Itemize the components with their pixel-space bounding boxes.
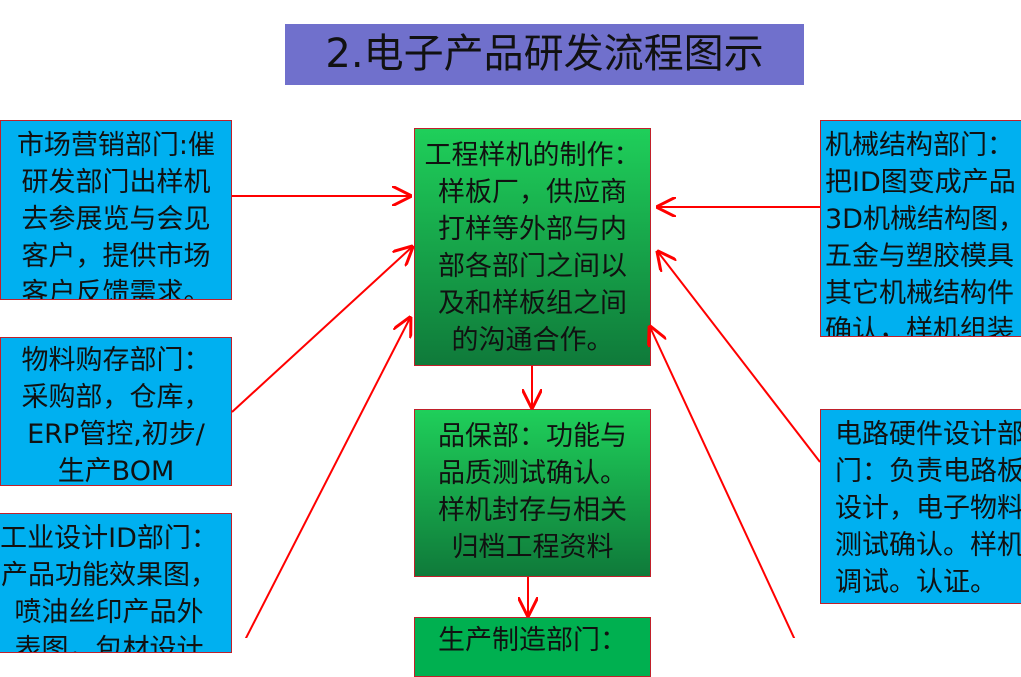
box-text-line: 样板厂，供应商 — [438, 177, 627, 208]
box-text-line: 电路硬件设计部 — [835, 419, 1021, 450]
box-text-line: 物料购存部门： — [21, 345, 211, 376]
arrow-industrial — [244, 318, 410, 638]
box-text-line: 机械结构部门： — [825, 130, 1014, 161]
box-text-line: 设计，电子物料 — [835, 493, 1021, 524]
box-text-line: 门：负责电路板 — [835, 456, 1021, 487]
box-text-line: 3D机械结构图， — [825, 204, 1021, 235]
box-text-line: 其它机械结构件 — [825, 278, 1014, 309]
box-text-line: 及和样板组之间 — [438, 288, 627, 319]
box-text-line: 测试确认。样机 — [835, 530, 1021, 561]
box-text-line: 品质测试确认。 — [438, 458, 627, 489]
box-text-line: 的沟通合作。 — [451, 325, 614, 356]
box-text-line: 生产BOM — [57, 456, 175, 486]
box-text-line: 采购部，仓库， — [21, 382, 211, 413]
box-text-line: 工程样机的制作： — [424, 140, 641, 171]
box-text-line: 市场营销部门:催 — [16, 130, 216, 161]
box-text-line: 调试。认证。 — [835, 567, 997, 598]
arrow-materials — [231, 247, 412, 413]
box-text-line: 研发部门出样机 — [21, 167, 211, 198]
box-text-line: 工业设计ID部门： — [0, 523, 218, 554]
arrow-bottom-right — [650, 327, 796, 638]
box-text-line: 样机封存与相关 — [438, 495, 627, 526]
box-text-line: ERP管控,初步/ — [27, 419, 205, 450]
page-title: 2.电子产品研发流程图示 — [285, 24, 804, 85]
engineering-prototype-box: 工程样机的制作： 样板厂，供应商打样等外部与内部各部门之间以及和样板组之间的沟通合… — [414, 128, 651, 366]
industrial-design-box: 工业设计ID部门：产品功能效果图，喷油丝印产品外表图，包材设计 — [0, 513, 232, 653]
box-text-line: 品保部：功能与 — [438, 421, 627, 452]
box-text-line: 客户反馈需求。 — [21, 278, 211, 300]
box-text-line: 产品功能效果图， — [1, 560, 217, 591]
circuit-hardware-box: 电路硬件设计部门：负责电路板设计，电子物料测试确认。样机调试。认证。 — [820, 409, 1021, 604]
box-text-line: 去参展览与会见 — [21, 204, 211, 235]
box-text-line: 打样等外部与内 — [438, 214, 627, 245]
box-text-line: 归档工程资料 — [451, 532, 614, 563]
box-text-line: 五金与塑胶模具 — [825, 241, 1014, 272]
arrows-layer — [231, 0, 821, 638]
marketing-dept-box: 市场营销部门:催研发部门出样机去参展览与会见客户，提供市场客户反馈需求。 — [0, 120, 232, 300]
box-text-line: 把ID图变成产品 — [825, 167, 1016, 198]
quality-assurance-box: 品保部：功能与品质测试确认。样机封存与相关归档工程资料 — [414, 409, 651, 577]
mechanical-dept-box: 机械结构部门： 把ID图变成产品 3D机械结构图， 五金与塑胶模具其它机械结构件确认，… — [820, 120, 1021, 337]
box-text-line: 喷油丝印产品外 — [14, 597, 204, 628]
materials-dept-box: 物料购存部门： 采购部，仓库， ERP管控,初步/生产BOM — [0, 337, 232, 486]
box-text-line: 部各部门之间以 — [438, 251, 627, 282]
box-text-line: 确认，样机组装 — [825, 315, 1014, 337]
arrow-circuit — [658, 252, 821, 463]
box-text-line: 客户，提供市场 — [21, 241, 211, 272]
